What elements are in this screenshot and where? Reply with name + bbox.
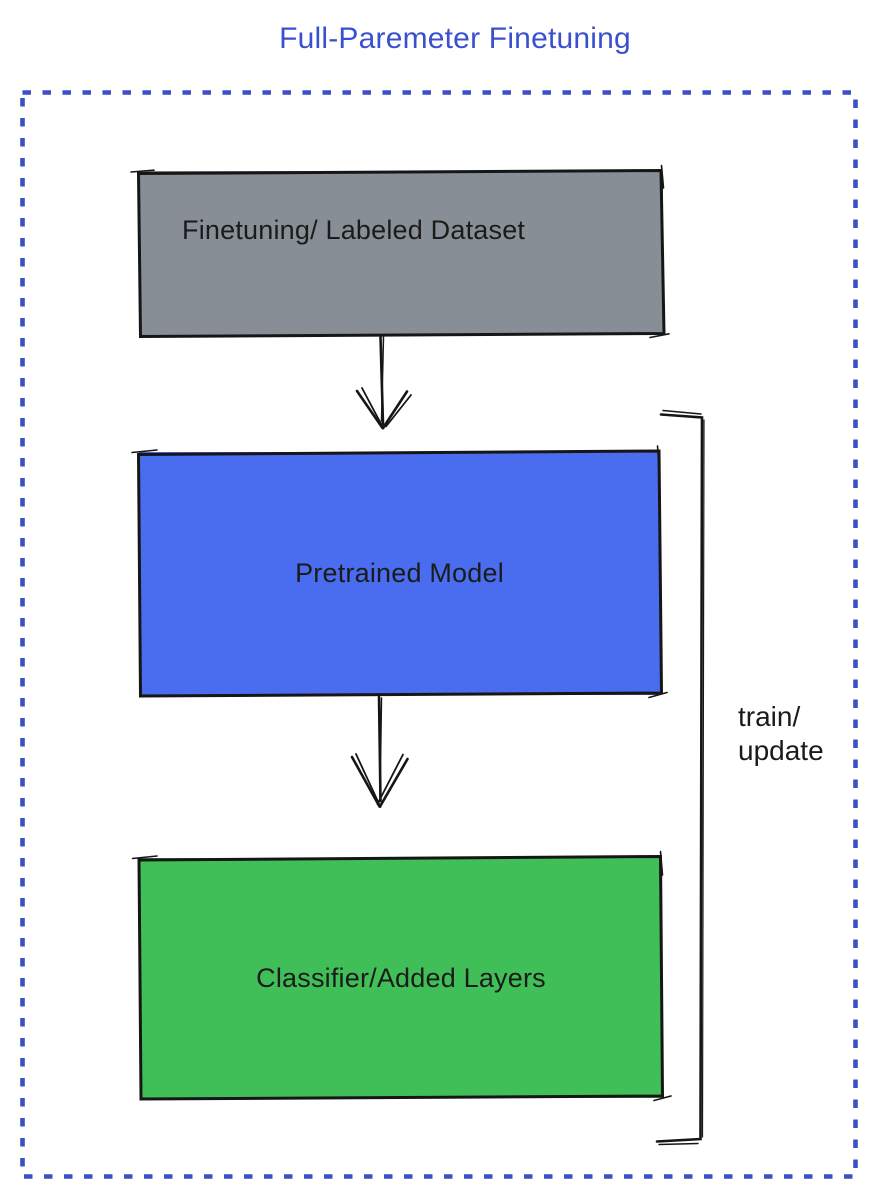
arrow-pretrained-to-classifier-icon bbox=[350, 695, 409, 808]
arrow-dataset-to-pretrained-icon bbox=[355, 335, 412, 430]
node-classifier-added-layers-label: Classifier/Added Layers bbox=[256, 962, 546, 993]
node-classifier-added-layers: Classifier/Added Layers bbox=[140, 858, 662, 1098]
node-finetuning-labeled-dataset-label: Finetuning/ Labeled Dataset bbox=[182, 215, 526, 245]
bracket-train-update-label: train/ update bbox=[738, 701, 824, 766]
node-pretrained-model: Pretrained Model bbox=[139, 452, 660, 695]
node-pretrained-model-label: Pretrained Model bbox=[295, 558, 504, 588]
node-finetuning-labeled-dataset: Finetuning/ Labeled Dataset bbox=[140, 171, 663, 335]
train-update-bracket bbox=[655, 409, 705, 1146]
diagram-title: Full-Paremeter Finetuning bbox=[279, 22, 631, 55]
